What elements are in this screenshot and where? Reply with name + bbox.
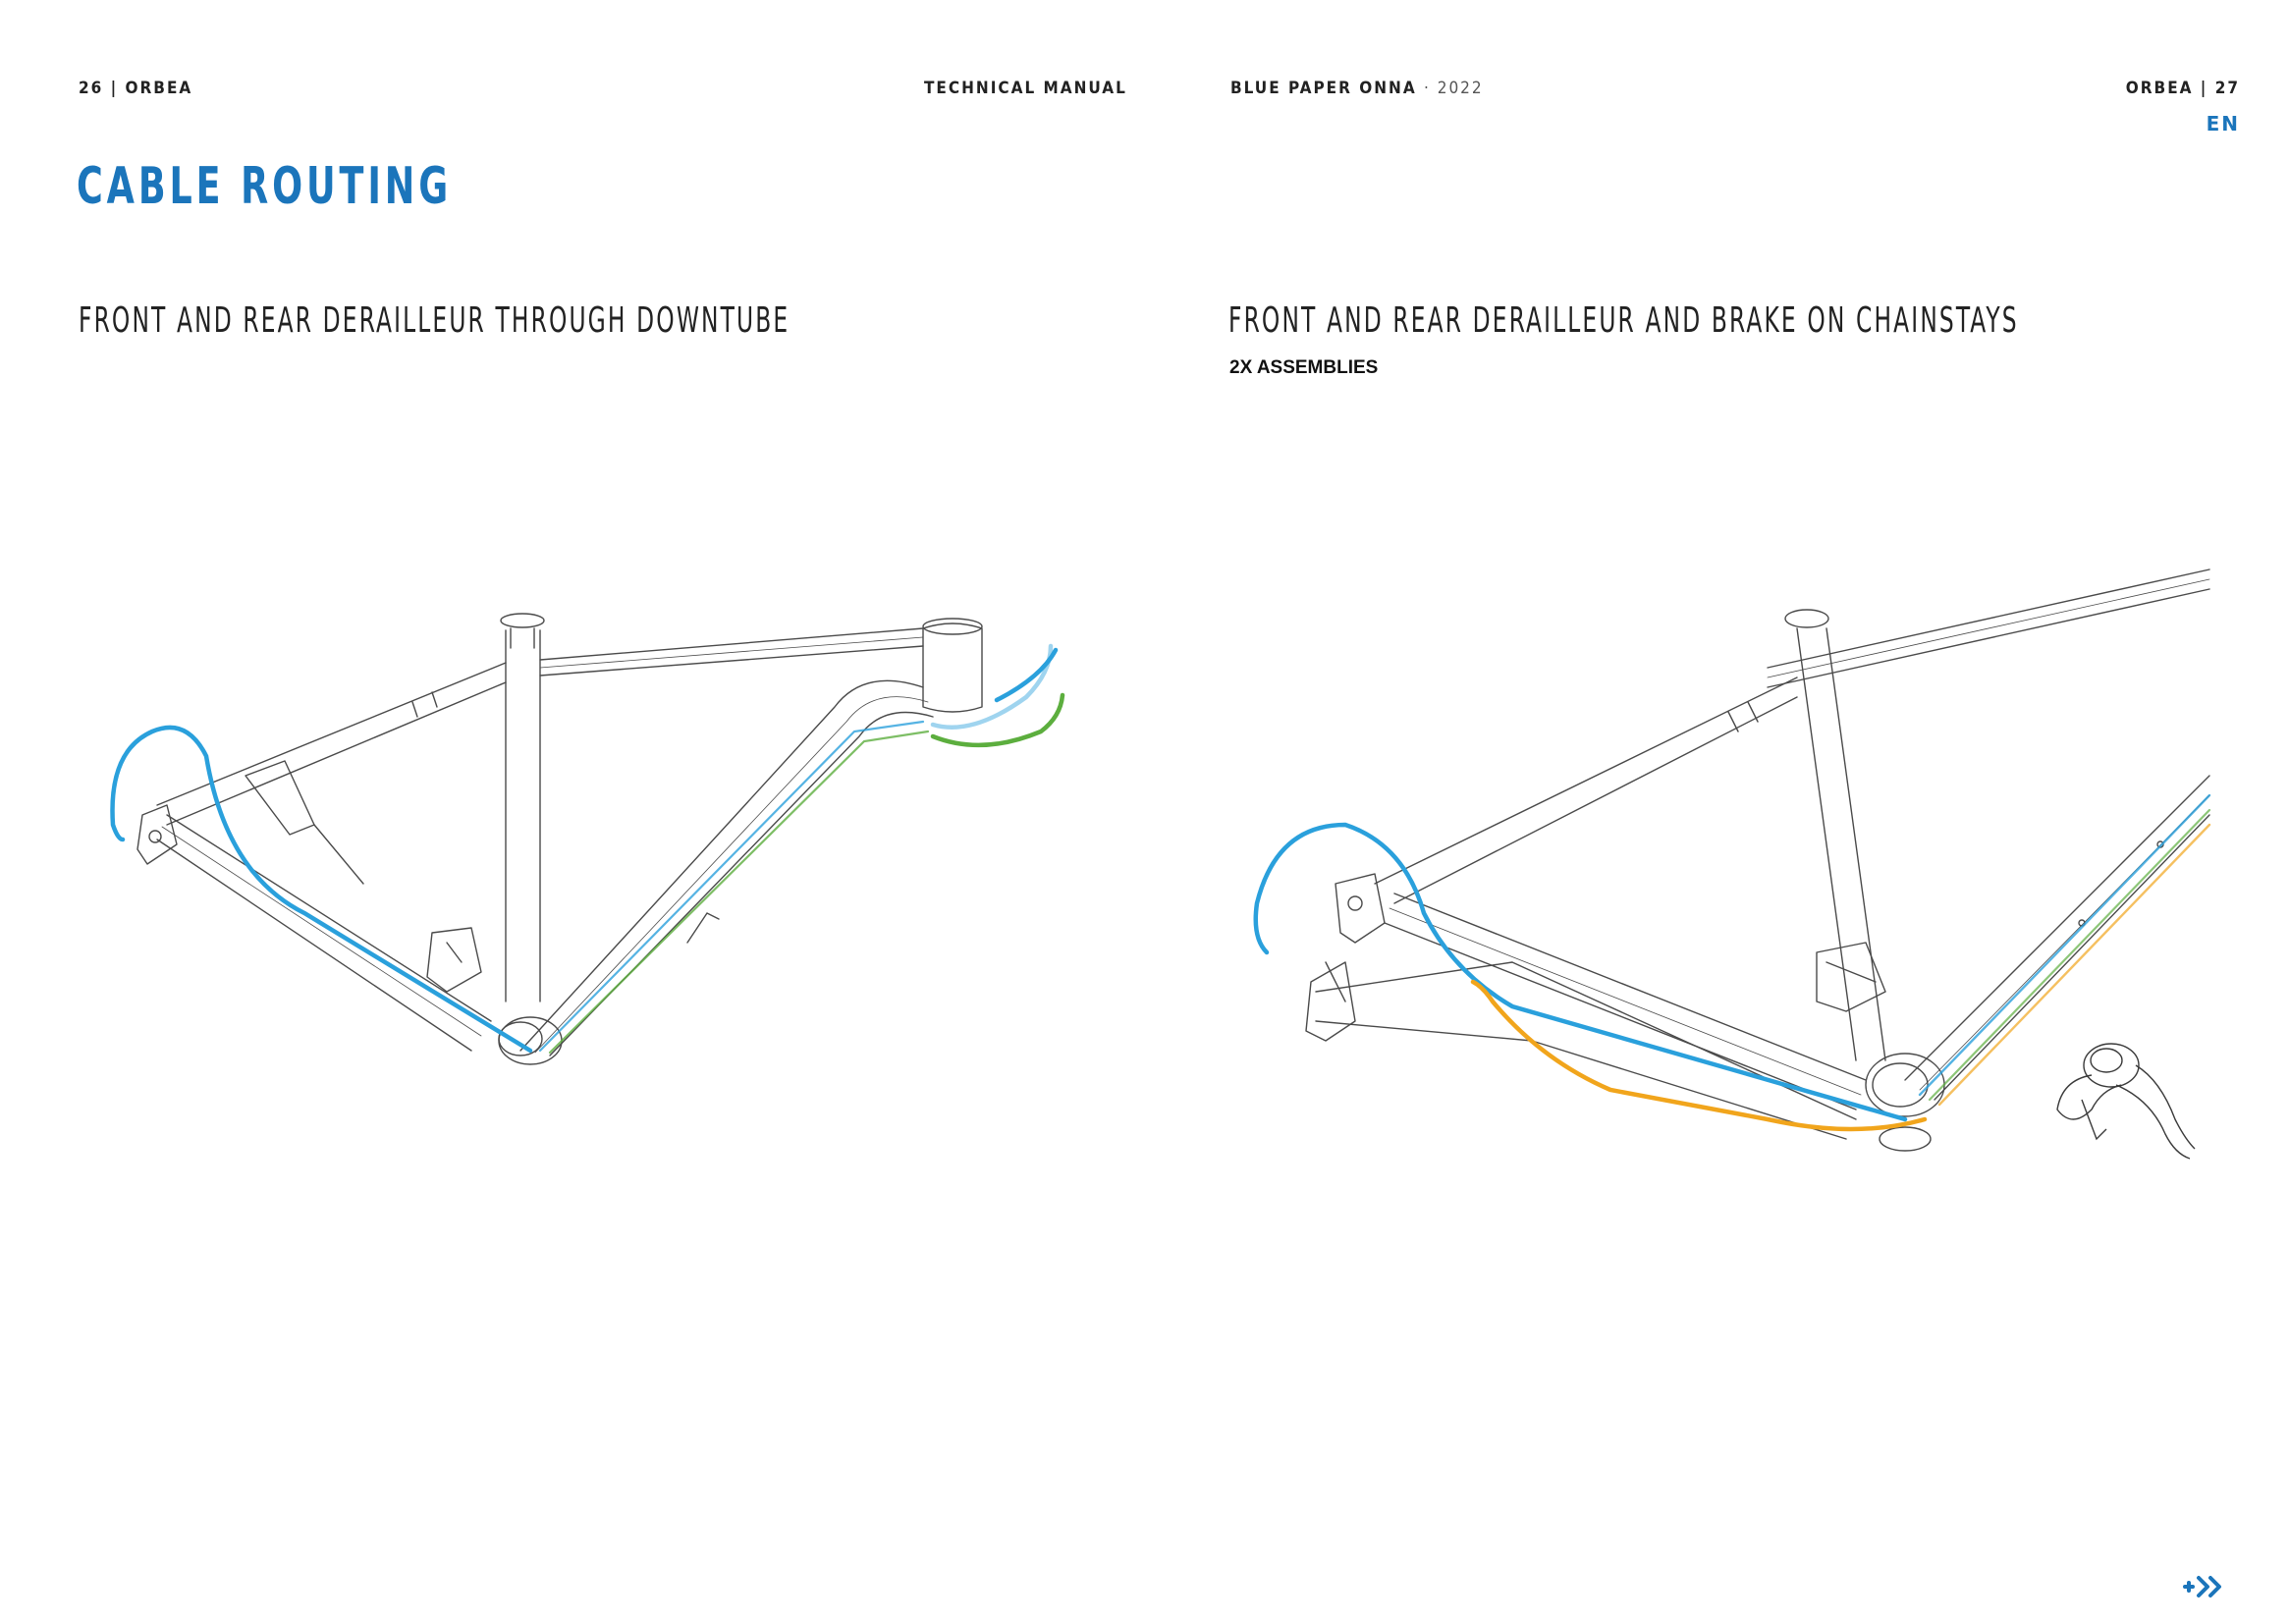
document-year: · 2022 (1424, 79, 1484, 98)
right-running-title: BLUE PAPER ONNA · 2022 (1230, 79, 1484, 98)
section-title-downtube: FRONT AND REAR DERAILLEUR THROUGH DOWNTU… (79, 300, 790, 341)
language-tag: EN (2206, 112, 2240, 135)
section-title-chainstays: FRONT AND REAR DERAILLEUR AND BRAKE ON C… (1228, 300, 2019, 341)
left-running-title: TECHNICAL MANUAL (924, 79, 1127, 98)
right-page-number: ORBEA | 27 (2125, 79, 2240, 98)
document-name: BLUE PAPER ONNA (1230, 79, 1417, 98)
bike-frame-outline-left (136, 613, 983, 1065)
cable-routes-left (110, 643, 1065, 1055)
bike-frame-outline-right (1305, 568, 2210, 1152)
section-subtitle-2x: 2X ASSEMBLIES (1229, 357, 1379, 378)
left-page-number: 26 | ORBEA (79, 79, 193, 98)
frame-diagram-chainstays (1253, 568, 2211, 1160)
brake-lever-illustration (2056, 1043, 2196, 1160)
page-title: CABLE ROUTING (77, 157, 453, 216)
cable-routes-right (1253, 793, 2211, 1132)
frame-diagram-downtube (110, 613, 1065, 1065)
double-chevron-right-icon[interactable] (2183, 1573, 2226, 1600)
